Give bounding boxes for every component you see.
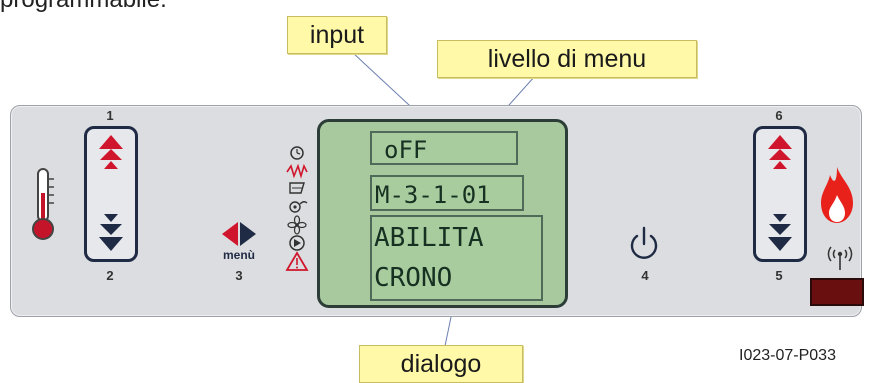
figure-code: I023-07-P033	[739, 347, 836, 364]
lcd-dialogue-area: ABILITA CRONO	[370, 215, 543, 301]
button-number-5: 5	[775, 268, 783, 283]
pump-icon	[289, 201, 308, 213]
status-icons-column	[285, 146, 309, 271]
button-number-3: 3	[235, 268, 243, 283]
led-display	[810, 278, 864, 306]
triangle-left-icon	[222, 222, 238, 246]
power-button[interactable]	[625, 224, 663, 264]
top-cut-text: programmabile.	[0, 0, 167, 14]
triangle-down-icon	[769, 224, 791, 235]
triangle-up-icon	[104, 161, 118, 169]
button-number-4: 4	[641, 268, 649, 283]
resistance-icon	[286, 163, 308, 179]
triangle-up-icon	[773, 161, 787, 169]
menu-label: menù	[222, 248, 255, 262]
temperature-decrease-button[interactable]	[87, 209, 135, 259]
triangle-down-icon	[104, 214, 118, 222]
lcd-display: oFF M-3-1-01 ABILITA CRONO	[317, 119, 568, 308]
power-increase-button[interactable]	[756, 129, 804, 259]
clock-icon	[290, 146, 304, 160]
menu-arrows-button[interactable]	[216, 220, 262, 248]
button-number-6: 6	[775, 108, 783, 123]
thermometer-icon	[32, 168, 54, 240]
lcd-input-line: oFF	[370, 131, 518, 165]
triangle-up-icon	[99, 135, 123, 149]
input-callout: input	[287, 16, 387, 54]
lcd-dialogue-line-1: ABILITA	[374, 223, 484, 253]
power-decrease-button[interactable]	[756, 209, 804, 259]
flame-icon	[821, 167, 853, 223]
fuel-auger-icon	[289, 182, 305, 194]
temperature-increase-button[interactable]	[87, 129, 135, 259]
triangle-down-icon	[99, 237, 123, 251]
triangle-up-icon	[769, 149, 791, 160]
triangle-down-icon	[768, 237, 792, 251]
power-icon	[630, 234, 658, 259]
temperature-button-group	[84, 126, 138, 262]
wireless-signal-icon	[827, 246, 853, 270]
lcd-menu-level-line: M-3-1-01	[370, 175, 524, 211]
triangle-down-icon	[100, 224, 122, 235]
button-number-2: 2	[106, 268, 114, 283]
button-number-1: 1	[106, 108, 114, 123]
lcd-dialogue-line-2: CRONO	[374, 263, 453, 293]
dialogue-callout: dialogo	[359, 345, 523, 383]
power-level-button-group	[753, 126, 807, 262]
warning-icon	[285, 251, 309, 271]
fan-icon	[287, 215, 307, 235]
menu-level-callout: livello di menu	[437, 40, 697, 78]
triangle-up-icon	[768, 135, 792, 149]
triangle-down-icon	[773, 214, 787, 222]
triangle-right-icon	[240, 222, 256, 246]
play-icon	[289, 235, 305, 251]
triangle-up-icon	[100, 149, 122, 160]
